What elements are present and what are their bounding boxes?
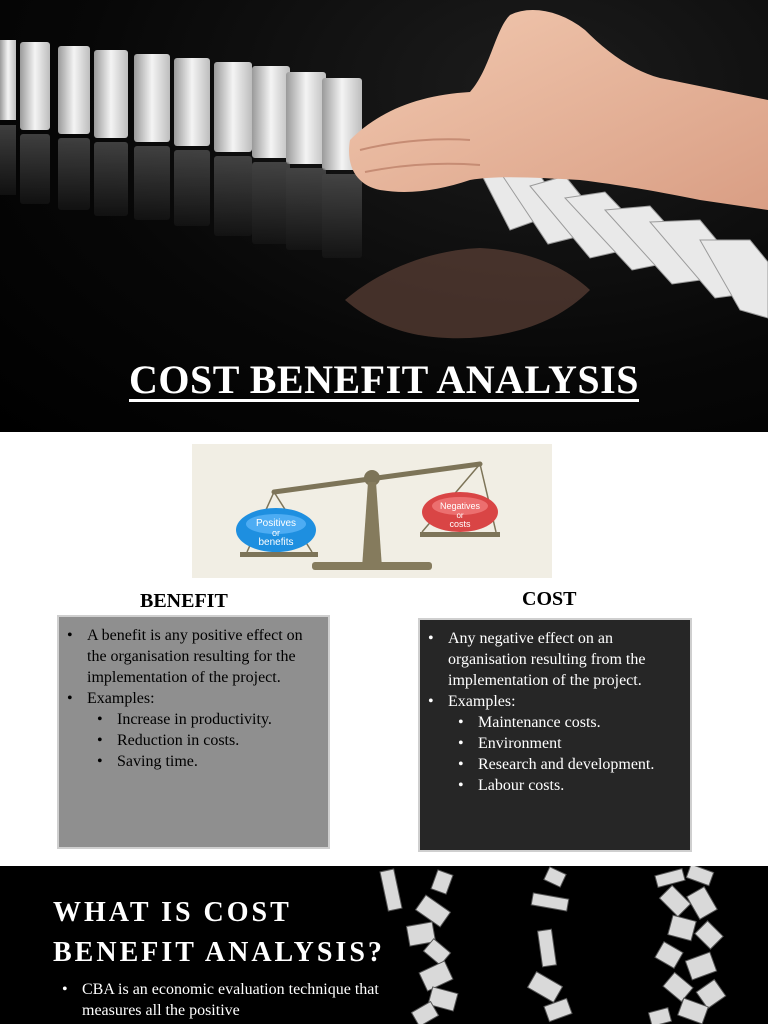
negatives-label-3: costs (449, 519, 471, 529)
negatives-label-1: Negatives (440, 501, 481, 511)
negatives-label-2: or (456, 511, 463, 520)
benefit-cost-slide: Positives or benefits Negatives or costs… (0, 432, 768, 866)
cost-example: Maintenance costs. (458, 712, 680, 733)
section-body: CBA is an economic evaluation technique … (60, 979, 402, 1021)
cost-example: Environment (458, 733, 680, 754)
cost-example: Research and development. (458, 754, 680, 775)
benefit-heading: BENEFIT (140, 590, 228, 612)
benefit-example: Saving time. (97, 751, 318, 772)
cost-box: Any negative effect on an organisation r… (418, 618, 692, 852)
domino-hand-image (0, 10, 768, 339)
cost-example: Labour costs. (458, 775, 680, 796)
benefit-list: A benefit is any positive effect on the … (63, 625, 318, 772)
hero-slide: COST BENEFIT ANALYSIS (0, 0, 768, 432)
falling-money-image (379, 866, 727, 1024)
balance-scale-image: Positives or benefits Negatives or costs (192, 444, 552, 578)
positives-label-3: benefits (258, 537, 293, 548)
positives-label-2: or (272, 528, 280, 538)
benefit-definition: A benefit is any positive effect on the … (67, 625, 318, 688)
balance-scale-icon: Positives or benefits Negatives or costs (236, 461, 500, 570)
cost-definition: Any negative effect on an organisation r… (428, 628, 680, 691)
benefit-example: Increase in productivity. (97, 709, 318, 730)
benefit-examples-label: Examples: Increase in productivity. Redu… (67, 688, 318, 772)
cba-definition: CBA is an economic evaluation technique … (62, 979, 402, 1021)
cost-heading: COST (522, 588, 577, 610)
hero-title: COST BENEFIT ANALYSIS (129, 357, 639, 402)
section-title: WHAT IS COST BENEFIT ANALYSIS? (53, 897, 385, 968)
benefit-box: A benefit is any positive effect on the … (57, 615, 330, 849)
what-is-cba-slide: WHAT IS COST BENEFIT ANALYSIS? CBA is an… (0, 866, 768, 1024)
cost-examples-label: Examples: Maintenance costs. Environment… (428, 691, 680, 796)
cost-list: Any negative effect on an organisation r… (424, 628, 680, 796)
positives-label-1: Positives (256, 518, 296, 529)
benefit-example: Reduction in costs. (97, 730, 318, 751)
